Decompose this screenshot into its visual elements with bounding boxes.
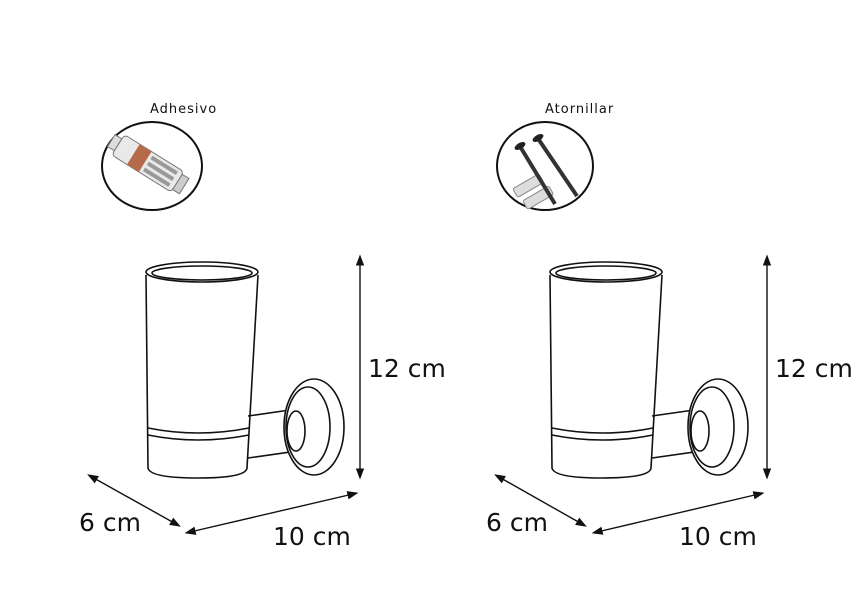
width-label: 10 cm	[273, 522, 351, 551]
width-arrow	[591, 491, 765, 535]
product-drawing	[494, 121, 772, 535]
depth-arrow	[87, 474, 181, 527]
product-drawing	[87, 121, 365, 535]
product-panel-screws: Atornillar 12 cm 6 cm 10 cm	[407, 0, 853, 600]
mount-method-label: Atornillar	[545, 102, 615, 117]
mount-method-label: Adhesivo	[150, 102, 218, 117]
depth-label: 6 cm	[79, 508, 141, 537]
depth-arrow	[494, 474, 587, 527]
height-label: 12 cm	[368, 354, 446, 383]
width-label: 10 cm	[679, 522, 757, 551]
product-panel-adhesive: Adhesivo 12 cm 6 cm 10 cm	[0, 0, 446, 600]
width-arrow	[184, 491, 359, 535]
height-label: 12 cm	[775, 354, 853, 383]
tumbler-holder	[549, 261, 749, 479]
screws-and-plugs-icon	[496, 121, 594, 211]
depth-label: 6 cm	[486, 508, 548, 537]
tumbler-holder	[145, 261, 345, 479]
adhesive-tube-icon	[101, 121, 203, 211]
